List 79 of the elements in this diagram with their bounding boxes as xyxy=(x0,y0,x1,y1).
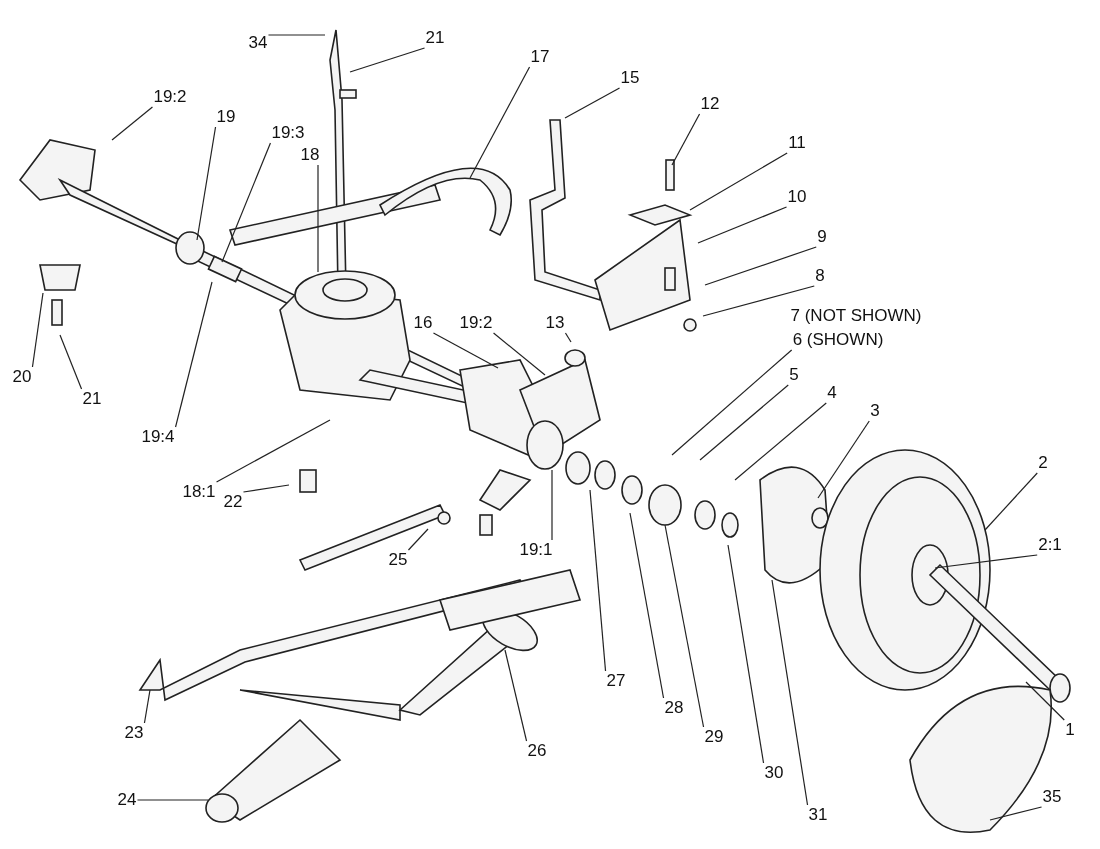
leader-line xyxy=(689,152,788,211)
leader-line xyxy=(349,47,426,73)
leader-line xyxy=(469,66,531,179)
callout-number: 7 (NOT SHOWN) xyxy=(789,306,923,326)
leader-line xyxy=(989,806,1043,821)
callout-number: 12 xyxy=(699,94,721,114)
callout-number: 31 xyxy=(807,805,829,825)
callout-number: 3 xyxy=(869,401,881,421)
leader-line xyxy=(317,164,319,273)
leader-line xyxy=(407,528,429,551)
leader-line xyxy=(551,469,553,541)
leader-line xyxy=(504,649,528,742)
callout-number: 19 xyxy=(215,107,237,127)
leader-line xyxy=(984,472,1038,531)
leader-line xyxy=(817,420,870,499)
leader-line xyxy=(196,126,217,241)
callout-number: 13 xyxy=(544,313,566,333)
leader-line xyxy=(934,554,1038,569)
leader-line xyxy=(589,489,607,672)
callout-number: 28 xyxy=(663,698,685,718)
leader-line xyxy=(221,142,272,263)
leader-line xyxy=(727,544,765,764)
callout-number: 2:1 xyxy=(1037,535,1063,555)
callout-number: 23 xyxy=(123,723,145,743)
leader-line xyxy=(697,206,788,244)
leader-line xyxy=(174,281,213,428)
leader-line xyxy=(111,106,154,141)
callout-number: 34 xyxy=(247,33,269,53)
callout-number: 25 xyxy=(387,550,409,570)
leader-line xyxy=(664,524,705,728)
callout-number: 27 xyxy=(605,671,627,691)
leader-line xyxy=(136,799,209,801)
leader-line xyxy=(242,484,290,493)
leader-line xyxy=(432,332,499,369)
leader-line xyxy=(143,689,151,724)
leader-line xyxy=(671,113,701,166)
callout-number: 17 xyxy=(529,47,551,67)
callout-number: 8 xyxy=(814,266,826,286)
leader-line xyxy=(59,334,83,390)
callout-number: 22 xyxy=(222,492,244,512)
callout-number: 18 xyxy=(299,145,321,165)
callout-number: 5 xyxy=(788,365,800,385)
callout-number: 24 xyxy=(116,790,138,810)
callout-number: 4 xyxy=(826,383,838,403)
callout-number: 9 xyxy=(816,227,828,247)
leader-line xyxy=(31,292,44,368)
callout-number: 1 xyxy=(1064,720,1076,740)
callout-number: 19:2 xyxy=(152,87,188,107)
leader-line xyxy=(671,349,793,456)
callout-number: 11 xyxy=(787,133,807,153)
callout-number: 16 xyxy=(412,313,434,333)
callout-number: 10 xyxy=(786,187,808,207)
callout-number: 29 xyxy=(703,727,725,747)
leader-line xyxy=(702,285,815,317)
callout-number: 20 xyxy=(11,367,33,387)
callout-number: 21 xyxy=(424,28,446,48)
leader-line xyxy=(629,512,665,699)
leader-line xyxy=(564,87,621,119)
callout-number: 19:2 xyxy=(458,313,494,333)
callout-number: 6 (SHOWN) xyxy=(791,330,885,350)
callout-number: 18:1 xyxy=(181,482,217,502)
leader-line xyxy=(564,332,572,343)
leader-line xyxy=(267,34,326,36)
callout-number: 21 xyxy=(81,389,103,409)
callout-number: 19:3 xyxy=(270,123,306,143)
leader-line xyxy=(734,402,827,481)
leader-line xyxy=(492,332,546,376)
callout-number: 15 xyxy=(619,68,641,88)
leader-line xyxy=(1025,681,1065,721)
callout-number: 26 xyxy=(526,741,548,761)
callout-number: 35 xyxy=(1041,787,1063,807)
leader-line xyxy=(704,246,817,286)
callout-number: 30 xyxy=(763,763,785,783)
leader-line xyxy=(771,579,809,806)
leader-line xyxy=(699,384,789,461)
callout-number: 2 xyxy=(1037,453,1049,473)
leader-line xyxy=(215,419,331,483)
callout-number: 19:1 xyxy=(518,540,554,560)
callout-number: 19:4 xyxy=(140,427,176,447)
